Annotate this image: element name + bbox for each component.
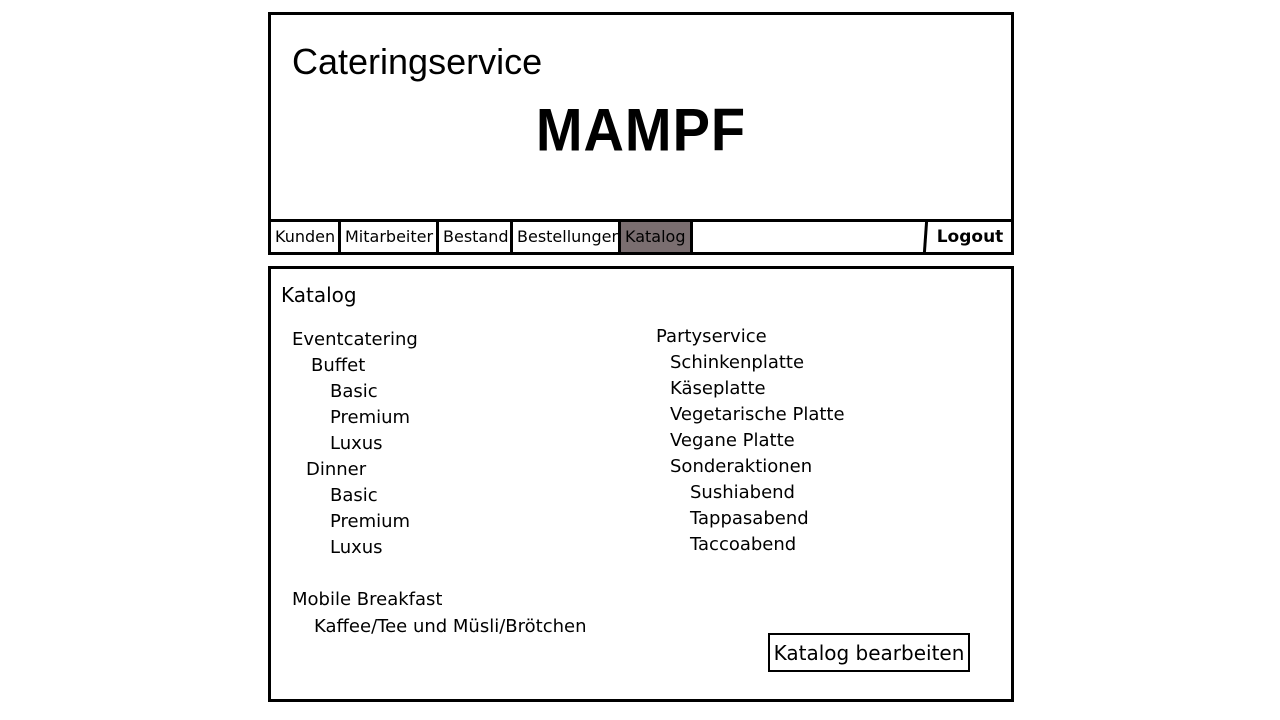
category-partyservice[interactable]: Partyservice [656, 326, 767, 347]
buffet-premium[interactable]: Premium [330, 407, 411, 428]
breakfast-kaffee-tee[interactable]: Kaffee/Tee und Müsli/Brötchen [314, 616, 587, 637]
brand-logo: MAMPF [535, 95, 747, 164]
subcategory-buffet[interactable]: Buffet [311, 355, 366, 376]
main-navigation: Kunden Mitarbeiter Bestand Bestellungen … [271, 219, 1011, 252]
subcategory-dinner[interactable]: Dinner [306, 459, 367, 480]
category-mobile-breakfast[interactable]: Mobile Breakfast [292, 589, 443, 610]
page-title: Katalog [281, 283, 357, 307]
sonderaktion-sushiabend[interactable]: Sushiabend [690, 482, 795, 503]
party-kaeseplatte[interactable]: Käseplatte [670, 378, 766, 399]
edit-catalog-button[interactable]: Katalog bearbeiten [768, 633, 970, 672]
subcategory-sonderaktionen[interactable]: Sonderaktionen [670, 456, 813, 477]
party-schinkenplatte[interactable]: Schinkenplatte [670, 352, 805, 373]
party-vegetarische-platte[interactable]: Vegetarische Platte [670, 404, 845, 425]
buffet-basic[interactable]: Basic [330, 381, 378, 402]
tab-katalog[interactable]: Katalog [621, 222, 693, 252]
tab-kunden[interactable]: Kunden [271, 222, 341, 252]
catalog-panel: Katalog Eventcatering Buffet Basic Premi… [268, 266, 1014, 702]
category-eventcatering[interactable]: Eventcatering [292, 329, 418, 350]
nav-spacer [691, 222, 929, 252]
buffet-luxus[interactable]: Luxus [330, 433, 383, 454]
tab-bestellungen[interactable]: Bestellungen [513, 222, 622, 252]
header-panel: Cateringservice MAMPF Kunden Mitarbeiter… [268, 12, 1014, 255]
party-vegane-platte[interactable]: Vegane Platte [670, 430, 795, 451]
sonderaktion-taccoabend[interactable]: Taccoabend [690, 534, 797, 555]
service-title: Cateringservice [292, 41, 543, 82]
logout-button[interactable]: Logout [936, 227, 1004, 247]
tab-bestand[interactable]: Bestand [439, 222, 513, 252]
sonderaktion-tappasabend[interactable]: Tappasabend [690, 508, 809, 529]
dinner-luxus[interactable]: Luxus [330, 537, 383, 558]
dinner-premium[interactable]: Premium [330, 511, 411, 532]
dinner-basic[interactable]: Basic [330, 485, 378, 506]
tab-mitarbeiter[interactable]: Mitarbeiter [341, 222, 439, 252]
